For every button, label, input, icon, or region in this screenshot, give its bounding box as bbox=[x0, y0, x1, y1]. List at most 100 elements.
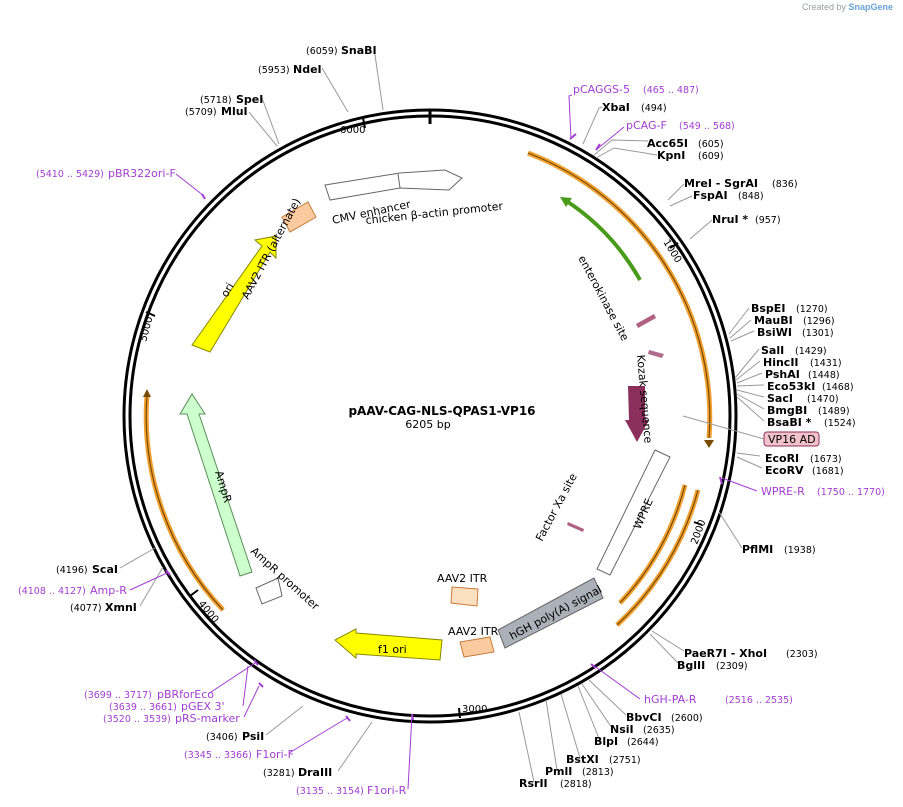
primer-pbrforeco-range: (3699 .. 3717) bbox=[84, 690, 152, 701]
enzyme-blpi: BlpI bbox=[594, 735, 618, 748]
enterokinase-marker bbox=[636, 314, 656, 328]
primer-pgex3-range: (3639 .. 3661) bbox=[109, 702, 177, 713]
factor-xa-marker bbox=[567, 522, 584, 532]
enzyme-kpni: KpnI bbox=[657, 149, 685, 162]
kozak-small-box bbox=[648, 350, 664, 358]
enzyme-saci: SacI bbox=[767, 392, 793, 405]
enzyme-ecori-pos: (1673) bbox=[810, 454, 842, 465]
ori-label: ori bbox=[218, 281, 236, 300]
enzyme-bbvci-pos: (2600) bbox=[671, 713, 703, 724]
tick-label-6000: 6000 bbox=[340, 125, 365, 136]
vp16-ad-label: VP16 AD bbox=[768, 433, 816, 446]
primer-hghpar-range: (2516 .. 2535) bbox=[725, 695, 793, 706]
enzyme-bsiwi: BsiWI bbox=[757, 326, 792, 339]
enzyme-hincii-pos: (1431) bbox=[810, 358, 842, 369]
primer-wprer: WPRE-R bbox=[761, 485, 805, 498]
snapgene-credit: Created by SnapGene bbox=[801, 2, 893, 12]
enzyme-kpni-pos: (609) bbox=[698, 151, 724, 162]
enzyme-bstxi-pos: (2751) bbox=[609, 755, 641, 766]
enzyme-maubi-pos: (1296) bbox=[803, 316, 835, 327]
aav2-itr-alternate-box bbox=[281, 201, 317, 233]
enzyme-ndei: NdeI bbox=[293, 63, 322, 76]
enzyme-pmli: PmlI bbox=[545, 765, 572, 778]
enzyme-mrei-sgrai-pos: (836) bbox=[772, 179, 798, 190]
enzyme-bmgbi: BmgBI bbox=[767, 404, 807, 417]
enzyme-acc65i-pos: (605) bbox=[698, 139, 724, 150]
primer-pcagf-range: (549 .. 568) bbox=[679, 121, 735, 132]
enzyme-pflmi-pos: (1938) bbox=[784, 545, 816, 556]
primer-prsmarker: pRS-marker bbox=[175, 712, 240, 725]
enzyme-spei-pos: (5718) bbox=[200, 95, 232, 106]
enzyme-mrei-sgrai: MreI - SgrAI bbox=[684, 177, 758, 190]
enzyme-eco53ki-pos: (1468) bbox=[822, 382, 854, 393]
primer-pbr322orif: pBR322ori-F bbox=[108, 167, 176, 180]
enzyme-snabi-pos: (6059) bbox=[306, 46, 338, 57]
tick-label-3000: 3000 bbox=[462, 704, 487, 715]
enzyme-nsii: NsiI bbox=[610, 723, 634, 736]
primer-pbrforeco: pBRforEco bbox=[157, 688, 214, 701]
hgh-polya-label: hGH poly(A) signal bbox=[507, 583, 604, 643]
aav2-itr-2-label: AAV2 ITR bbox=[448, 625, 499, 638]
ori-arrow bbox=[191, 235, 277, 353]
primer-bar-left bbox=[143, 389, 225, 612]
enzyme-ecori: EcoRI bbox=[765, 452, 799, 465]
primer-bar-top-right bbox=[527, 150, 714, 448]
aav2-itr-box-1 bbox=[450, 586, 479, 607]
enzyme-draiii-pos: (3281) bbox=[263, 768, 295, 779]
enzyme-leaders bbox=[119, 47, 765, 783]
factor-xa-label: Factor Xa site bbox=[533, 471, 580, 543]
enzyme-scai-pos: (4196) bbox=[56, 565, 88, 576]
primer-pcaggs5: pCAGGS-5 bbox=[573, 83, 630, 96]
primer-f1orif: F1ori-F bbox=[256, 748, 294, 761]
enzyme-bspei-pos: (1270) bbox=[796, 304, 828, 315]
enzyme-draiii: DraIII bbox=[298, 766, 332, 779]
enzyme-bmgbi-pos: (1489) bbox=[818, 406, 850, 417]
enzyme-maubi: MauBI bbox=[754, 314, 793, 327]
enzyme-spei: SpeI bbox=[236, 93, 263, 106]
enzyme-mlui-pos: (5709) bbox=[185, 107, 217, 118]
enzyme-pmli-pos: (2813) bbox=[582, 767, 614, 778]
kozak-arrow bbox=[625, 386, 649, 442]
enzyme-psii: PsiI bbox=[242, 730, 264, 743]
enzyme-rsrii: RsrII bbox=[519, 777, 548, 790]
enzyme-pflmi: PflMI bbox=[742, 543, 773, 556]
enzyme-pshai-pos: (1448) bbox=[808, 370, 840, 381]
primer-wprer-range: (1750 .. 1770) bbox=[817, 487, 885, 498]
enzyme-fspai-pos: (848) bbox=[738, 191, 764, 202]
primer-prsmarker-range: (3520 .. 3539) bbox=[103, 714, 171, 725]
primer-f1orir-range: (3135 .. 3154) bbox=[296, 786, 364, 797]
enzyme-blpi-pos: (2644) bbox=[627, 737, 659, 748]
enzyme-bglii-pos: (2309) bbox=[716, 661, 748, 672]
enzyme-eco53ki: Eco53kI bbox=[767, 380, 815, 393]
enzyme-bsabi-pos: (1524) bbox=[824, 418, 856, 429]
primer-ampr-range: (4108 .. 4127) bbox=[18, 586, 86, 597]
primer-f1orif-range: (3345 .. 3366) bbox=[184, 750, 252, 761]
aav2-itr-1-label: AAV2 ITR bbox=[437, 572, 488, 585]
primer-bar-right-lower-1 bbox=[618, 484, 688, 605]
ampr-promoter-label: AmpR promoter bbox=[248, 545, 322, 613]
enzyme-paer7i-xhoi: PaeR7I - XhoI bbox=[684, 647, 767, 660]
enzyme-bsiwi-pos: (1301) bbox=[802, 328, 834, 339]
enzyme-ecorv-pos: (1681) bbox=[812, 466, 844, 477]
primer-pcagf: pCAG-F bbox=[626, 119, 667, 132]
enzyme-psii-pos: (3406) bbox=[206, 732, 238, 743]
enzyme-bglii: BglII bbox=[677, 659, 705, 672]
plasmid-length: 6205 bp bbox=[405, 418, 450, 431]
ampr-promoter-box bbox=[255, 577, 283, 605]
primer-f1orir: F1ori-R bbox=[367, 784, 407, 797]
enzyme-sali-pos: (1429) bbox=[795, 346, 827, 357]
enzyme-saci-pos: (1470) bbox=[807, 394, 839, 405]
f1-ori-label: f1 ori bbox=[378, 643, 407, 656]
enzyme-xbai: XbaI bbox=[602, 101, 630, 114]
primer-pbr322orif-range: (5410 .. 5429) bbox=[36, 169, 104, 180]
enzyme-nsii-pos: (2635) bbox=[643, 725, 675, 736]
enzyme-xbai-pos: (494) bbox=[641, 103, 667, 114]
cmv-chicken-actin-arrow bbox=[324, 169, 463, 201]
enzyme-rsrii-pos: (2818) bbox=[560, 779, 592, 790]
enzyme-xmni-pos: (4077) bbox=[70, 603, 102, 614]
primer-ticks bbox=[165, 133, 723, 722]
enzyme-pshai: PshAI bbox=[765, 368, 800, 381]
primer-pcaggs5-range: (465 .. 487) bbox=[643, 85, 699, 96]
enzyme-paer7i-xhoi-pos: (2303) bbox=[786, 649, 818, 660]
enzyme-bspei: BspEI bbox=[751, 302, 785, 315]
